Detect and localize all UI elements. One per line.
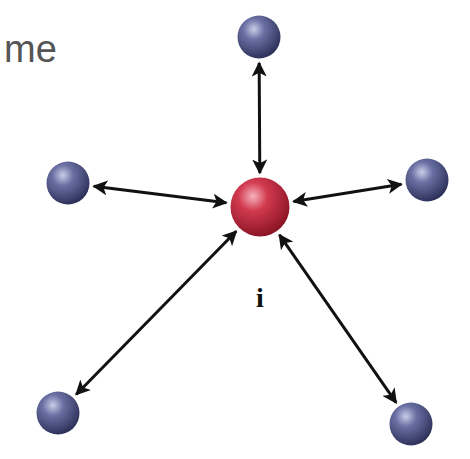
sphere-shape	[405, 158, 449, 202]
central-particle: i	[230, 177, 290, 237]
neighbor-particle	[405, 158, 449, 202]
interaction-arrow	[294, 184, 402, 201]
neighbor-particle	[389, 402, 433, 446]
neighbor-particle	[36, 391, 80, 435]
interaction-arrow	[258, 63, 262, 173]
sphere-shape	[230, 177, 290, 237]
cut-off-text: me	[4, 28, 57, 71]
sphere-shape	[237, 15, 281, 59]
interaction-arrow	[94, 186, 226, 203]
interaction-arrow	[76, 231, 236, 394]
sphere-shape	[46, 161, 90, 205]
neighbor-particle	[46, 161, 90, 205]
interaction-arrow	[279, 235, 396, 403]
sphere-shape	[389, 402, 433, 446]
sphere-shape	[36, 391, 80, 435]
particle-index: i	[256, 282, 264, 314]
neighbor-particle	[237, 15, 281, 59]
